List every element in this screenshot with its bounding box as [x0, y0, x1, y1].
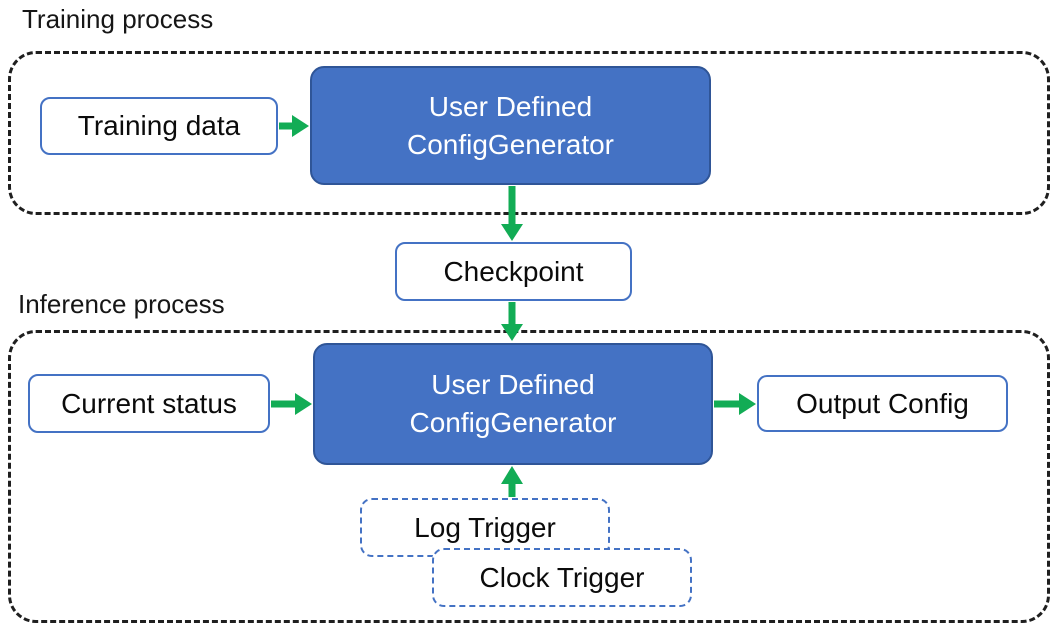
config-generator-training-box: User Defined ConfigGenerator — [310, 66, 711, 185]
config-generator-training-line2: ConfigGenerator — [406, 128, 614, 160]
training-process-title: Training process — [22, 4, 214, 34]
inference-process-title: Inference process — [18, 289, 225, 319]
config-generator-inference-box: User Defined ConfigGenerator — [313, 343, 713, 465]
output-config-box: Output Config — [757, 375, 1008, 432]
inference-process-panel — [8, 330, 1050, 623]
log-trigger-box: Log Trigger — [360, 498, 610, 557]
training-process-panel — [8, 51, 1050, 215]
current-status-box: Current status — [28, 374, 270, 433]
training-data-label: Training data — [77, 110, 241, 141]
log-trigger-label: Log Trigger — [414, 511, 556, 543]
training-data-box: Training data — [40, 97, 278, 155]
clock-trigger-label: Clock Trigger — [479, 561, 645, 593]
output-config-label: Output Config — [796, 387, 969, 419]
checkpoint-box: Checkpoint — [395, 242, 632, 301]
clock-trigger-box: Clock Trigger — [432, 548, 692, 607]
config-generator-inference-line1: User Defined — [431, 369, 595, 400]
config-generator-inference-line2: ConfigGenerator — [409, 407, 617, 438]
config-generator-training-line1: User Defined — [428, 90, 593, 122]
current-status-label: Current status — [61, 387, 237, 419]
checkpoint-label: Checkpoint — [443, 255, 584, 287]
